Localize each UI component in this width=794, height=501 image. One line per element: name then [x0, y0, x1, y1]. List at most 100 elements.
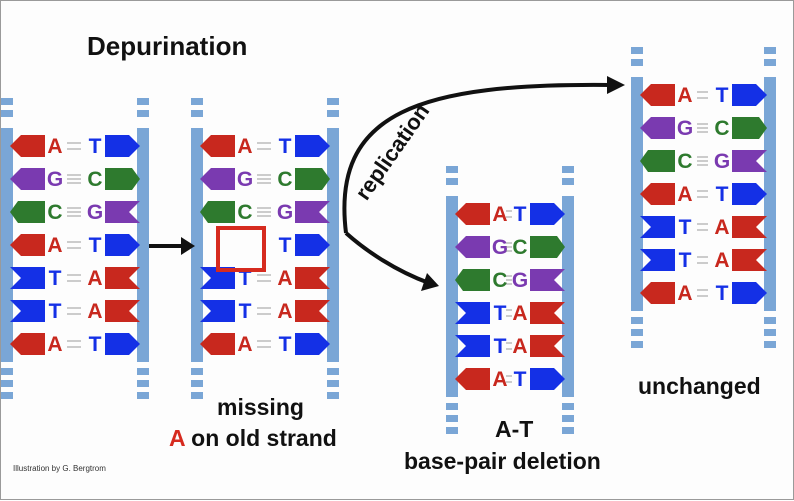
base-G-shape: [640, 117, 675, 139]
base-A-shape: [455, 203, 490, 225]
base-letter-G: G: [277, 201, 293, 224]
base-A-shape: [640, 84, 675, 106]
missing-base-box: [216, 226, 266, 272]
base-letter-G: G: [714, 150, 730, 173]
base-A-shape: [200, 135, 235, 157]
base-A-shape: [640, 282, 675, 304]
base-T-shape: [732, 282, 767, 304]
base-A-shape: [640, 183, 675, 205]
base-A-shape: [105, 300, 140, 322]
base-letter-C: C: [677, 150, 692, 173]
backbone-segment: [137, 110, 149, 117]
base-letter-A: A: [512, 302, 527, 325]
base-letter-T: T: [89, 333, 102, 356]
deletion-caption-line1: A-T: [495, 416, 534, 442]
base-T-shape: [732, 84, 767, 106]
backbone-segment: [446, 415, 458, 422]
base-C-shape: [640, 150, 675, 172]
backbone-strand: [327, 128, 339, 362]
backbone-segment: [764, 329, 776, 336]
backbone-segment: [764, 47, 776, 54]
base-letter-T: T: [279, 333, 292, 356]
missing-caption-rest: on old strand: [184, 425, 337, 451]
base-A-shape: [105, 267, 140, 289]
missing-caption-line1: missing: [217, 394, 304, 420]
base-T-shape: [295, 333, 330, 355]
base-letter-C: C: [277, 168, 292, 191]
base-letter-T: T: [494, 335, 507, 358]
arrow-replication-bottom: [344, 231, 430, 285]
base-letter-T: T: [716, 282, 729, 305]
backbone-segment: [137, 392, 149, 399]
base-letter-A: A: [492, 368, 507, 391]
base-G-shape: [295, 201, 330, 223]
base-T-shape: [10, 267, 45, 289]
base-letter-A: A: [277, 300, 292, 323]
figure-title: Depurination: [87, 31, 248, 61]
backbone-segment: [446, 427, 458, 434]
base-A-shape: [10, 234, 45, 256]
backbone-segment: [631, 317, 643, 324]
base-G-shape: [200, 168, 235, 190]
base-T-shape: [200, 267, 235, 289]
base-letter-T: T: [89, 234, 102, 257]
base-letter-G: G: [677, 117, 693, 140]
backbone-segment: [764, 317, 776, 324]
base-letter-C: C: [492, 269, 507, 292]
backbone-segment: [631, 329, 643, 336]
base-C-shape: [530, 236, 565, 258]
base-letter-A: A: [277, 267, 292, 290]
backbone-strand: [764, 77, 776, 311]
backbone-segment: [137, 98, 149, 105]
backbone-segment: [631, 341, 643, 348]
backbone-segment: [446, 166, 458, 173]
backbone-segment: [191, 98, 203, 105]
backbone-strand: [1, 128, 13, 362]
base-letter-A: A: [677, 84, 692, 107]
base-letter-C: C: [512, 236, 527, 259]
backbone-segment: [327, 380, 339, 387]
base-letter-A: A: [237, 333, 252, 356]
base-letter-C: C: [237, 201, 252, 224]
backbone-strand: [137, 128, 149, 362]
base-T-shape: [530, 368, 565, 390]
backbone-segment: [764, 59, 776, 66]
backbone-segment: [191, 380, 203, 387]
backbone-segment: [327, 98, 339, 105]
base-C-shape: [200, 201, 235, 223]
base-G-shape: [105, 201, 140, 223]
base-letter-A: A: [714, 216, 729, 239]
base-T-shape: [10, 300, 45, 322]
base-letter-G: G: [47, 168, 63, 191]
base-letter-T: T: [279, 135, 292, 158]
base-letter-A: A: [677, 282, 692, 305]
base-letter-T: T: [89, 135, 102, 158]
base-T-shape: [640, 216, 675, 238]
backbone-segment: [137, 368, 149, 375]
base-A-shape: [10, 135, 45, 157]
base-letter-T: T: [494, 302, 507, 325]
backbone-segment: [191, 110, 203, 117]
base-letter-A: A: [87, 300, 102, 323]
base-letter-T: T: [239, 267, 252, 290]
backbone-segment: [562, 427, 574, 434]
base-letter-A: A: [237, 135, 252, 158]
base-letter-C: C: [47, 201, 62, 224]
base-letter-T: T: [279, 234, 292, 257]
base-letter-T: T: [514, 203, 527, 226]
backbone-strand: [631, 77, 643, 311]
base-letter-T: T: [514, 368, 527, 391]
base-letter-T: T: [716, 183, 729, 206]
illustration-credit: Illustration by G. Bergtrom: [13, 464, 106, 473]
base-A-shape: [732, 216, 767, 238]
base-A-shape: [10, 333, 45, 355]
base-letter-G: G: [512, 269, 528, 292]
base-T-shape: [105, 234, 140, 256]
base-T-shape: [105, 333, 140, 355]
base-letter-A: A: [47, 234, 62, 257]
backbone-segment: [446, 178, 458, 185]
base-A-shape: [200, 333, 235, 355]
base-letter-G: G: [87, 201, 103, 224]
arrow-replication-top: [342, 82, 612, 234]
